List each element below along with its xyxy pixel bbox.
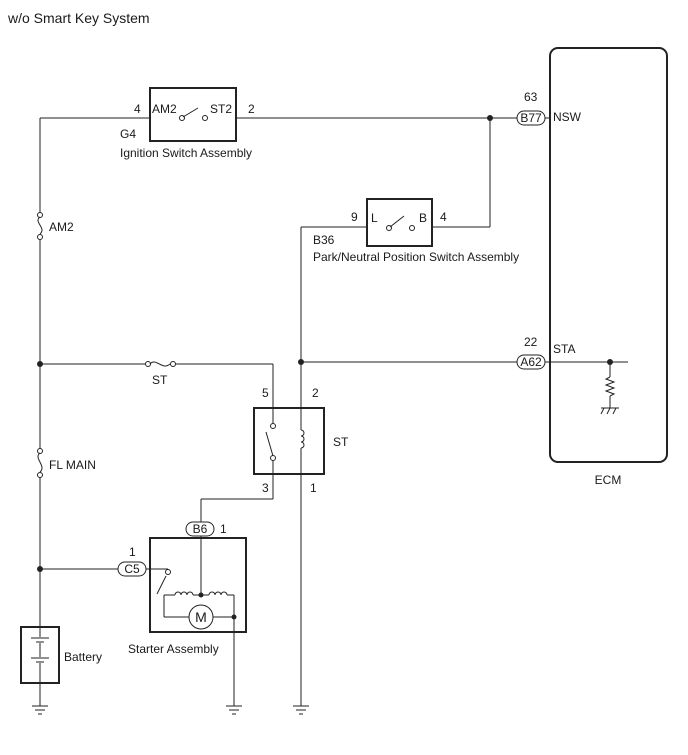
fuse-st: ST [145,361,176,387]
fuse-am2: AM2 [37,212,74,240]
relay-pin-1: 1 [310,481,317,495]
pnp-contact-b [409,225,415,231]
relay-contact-bottom [270,455,276,461]
ign-contact-b [202,115,208,121]
relay-label: ST [333,435,349,449]
a62-connector-label: A62 [520,355,542,369]
sta-pin: 22 [524,335,538,349]
starter-name: Starter Assembly [128,642,219,656]
b77-connector [516,110,546,126]
pnp-code: B36 [313,233,335,247]
ground-starter-icon [226,705,242,715]
ecm: ECM B77 63 NSW A62 22 STA [516,47,668,487]
starter-assembly: B6 1 C5 1 M Starter Assembly [117,521,247,656]
nsw-pin: 63 [524,90,538,104]
relay-pin-3: 3 [262,481,269,495]
b6-connector [185,521,215,537]
starter-coil-right [208,591,228,596]
fuse-fl-main-label: FL MAIN [49,458,96,472]
battery-name: Battery [64,650,102,664]
ecm-resistor-icon [604,376,616,397]
ign-term-out: ST2 [210,102,232,116]
c5-connector-label: C5 [124,562,140,576]
pnp-term-l: L [371,211,378,225]
pnp-pin-in: 9 [351,210,358,224]
ign-term-in: AM2 [152,102,177,116]
pnp-name: Park/Neutral Position Switch Assembly [313,250,519,264]
wires [39,117,628,706]
relay-pin-5: 5 [262,386,269,400]
diagram-title: w/o Smart Key System [7,10,150,26]
relay-contact-top [270,423,276,429]
pnp-switch: 9 4 L B B36 Park/Neutral Position Switch… [313,198,519,264]
fuse-st-label: ST [152,373,168,387]
relay-coil [300,429,305,449]
motor-label: M [195,609,207,625]
ignition-switch: 4 2 AM2 ST2 G4 Ignition Switch Assembly [120,87,255,160]
a62-connector [516,354,546,370]
starter-contact [165,569,171,575]
ign-pin-out: 2 [248,102,255,116]
relay-switch-blade [265,431,274,457]
sta-label: STA [553,342,575,356]
relay-pin-2: 2 [312,386,319,400]
ign-name: Ignition Switch Assembly [120,146,252,160]
c5-pin: 1 [129,545,136,559]
battery: Battery [20,626,102,684]
b77-connector-label: B77 [520,111,542,125]
c5-connector [117,561,147,577]
starter-coil-left [174,591,194,596]
ign-code: G4 [120,127,136,141]
starter-switch-blade [156,575,167,595]
pnp-switch-blade [389,215,405,228]
nsw-label: NSW [553,110,582,124]
b6-pin: 1 [220,522,227,536]
fuse-am2-label: AM2 [49,220,74,234]
ecm-name: ECM [595,473,622,487]
junction-dots [37,115,613,572]
ign-pin-in: 4 [134,102,141,116]
pnp-pin-out: 4 [440,210,447,224]
ground-relay-icon [293,705,309,715]
ground-battery-icon [32,705,48,715]
pnp-term-b: B [419,211,427,225]
st-relay: 5 2 3 1 ST [253,386,349,495]
ecm-ground-icon [600,407,619,415]
fuse-fl-main: FL MAIN [37,448,96,478]
b6-connector-label: B6 [193,522,208,536]
ign-switch-blade [182,107,199,118]
